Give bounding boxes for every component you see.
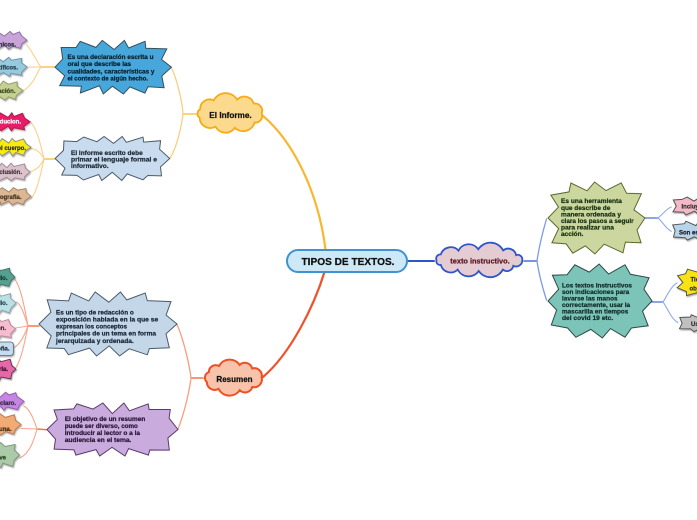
svg-text:informativo.: informativo. xyxy=(71,163,109,170)
svg-text:claro.: claro. xyxy=(0,401,16,407)
svg-text:cualidades, características y: cualidades, características y xyxy=(68,68,155,75)
svg-text:el contexto de algún hecho.: el contexto de algún hecho. xyxy=(68,76,149,83)
svg-text:Incluyen: Incluyen xyxy=(682,205,697,211)
svg-text:exposición hablada en la que s: exposición hablada en la que se xyxy=(56,317,158,324)
svg-text:primar el lenguaje formal e: primar el lenguaje formal e xyxy=(71,157,157,164)
svg-text:conclusión.: conclusión. xyxy=(0,170,22,176)
svg-text:Los textos instructivos: Los textos instructivos xyxy=(562,282,632,289)
svg-text:Son escritos: Son escritos xyxy=(679,230,697,236)
svg-text:para realizar una: para realizar una xyxy=(561,225,614,232)
svg-text:que describe de: que describe de xyxy=(561,205,611,212)
svg-text:jerarquizada y ordenada.: jerarquizada y ordenada. xyxy=(55,338,134,345)
svg-text:Es una declaración escrita u: Es una declaración escrita u xyxy=(68,54,154,61)
svg-text:El Informe.: El Informe. xyxy=(209,111,251,120)
svg-text:una.: una. xyxy=(0,427,12,433)
svg-text:TIPOS DE TEXTOS.: TIPOS DE TEXTOS. xyxy=(302,257,395,268)
svg-text:lavarse las manos: lavarse las manos xyxy=(562,295,618,302)
svg-text:correctamente, usar la: correctamente, usar la xyxy=(562,302,630,309)
svg-text:principales de un tema en form: principales de un tema en forma xyxy=(56,331,156,338)
svg-text:científicos.: científicos. xyxy=(0,66,18,72)
svg-text:clara los pasos a seguir: clara los pasos a seguir xyxy=(561,218,634,225)
svg-text:objetivo claro: objetivo claro xyxy=(690,287,697,293)
svg-text:El informe escrito debe: El informe escrito debe xyxy=(71,150,143,157)
svg-text:bibliografia.: bibliografia. xyxy=(0,195,22,201)
svg-text:del covid 19 etc.: del covid 19 etc. xyxy=(562,315,613,322)
svg-text:expresan los conceptos: expresan los conceptos xyxy=(56,324,127,331)
svg-text:Es una herramienta: Es una herramienta xyxy=(561,198,622,205)
svg-text:acción.: acción. xyxy=(561,231,584,238)
svg-text:audiencia en el tema.: audiencia en el tema. xyxy=(65,437,132,444)
svg-text:breve: breve xyxy=(0,455,7,461)
svg-text:divulgación.: divulgación. xyxy=(0,89,16,95)
svg-text:mascarilla en tiempos: mascarilla en tiempos xyxy=(562,308,629,315)
svg-text:texto instructivo.: texto instructivo. xyxy=(450,256,509,265)
svg-text:desarrollo.: desarrollo. xyxy=(0,301,8,307)
svg-text:introducir al lector o a la: introducir al lector o a la xyxy=(65,430,141,437)
svg-text:resumen.: resumen. xyxy=(0,326,6,332)
svg-text:Es un tipo de redacción o: Es un tipo de redacción o xyxy=(56,309,134,316)
svg-text:Tienen un: Tienen un xyxy=(691,277,697,283)
svg-text:desarrollo.: desarrollo. xyxy=(0,276,8,282)
svg-text:El objetivo de un resumen: El objetivo de un resumen xyxy=(65,416,146,423)
svg-text:puede ser diverso, como: puede ser diverso, como xyxy=(65,423,138,430)
svg-text:oral que describe las: oral que describe las xyxy=(68,61,132,68)
svg-text:Resumen: Resumen xyxy=(216,375,252,384)
svg-text:enseña.: enseña. xyxy=(0,347,10,353)
svg-text:Usan verbos: Usan verbos xyxy=(691,322,697,328)
svg-text:el cuerpo.: el cuerpo. xyxy=(0,146,26,152)
svg-text:materia.: materia. xyxy=(0,367,8,373)
svg-text:técnicos.: técnicos. xyxy=(0,43,16,49)
svg-text:introducion.: introducion. xyxy=(0,120,21,126)
svg-text:manera ordenada y: manera ordenada y xyxy=(561,211,621,218)
svg-text:son indicaciones para: son indicaciones para xyxy=(562,289,629,296)
